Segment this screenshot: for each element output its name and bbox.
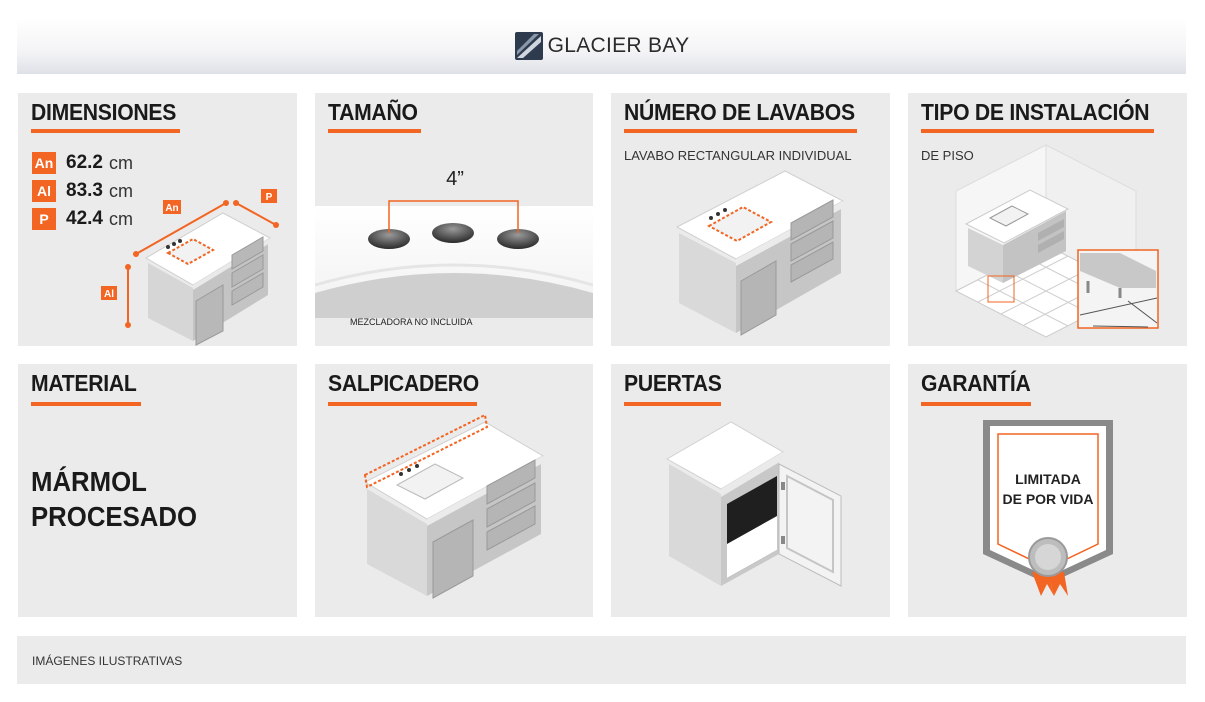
single-sink-vanity-illustration bbox=[675, 170, 845, 336]
warranty-line-2: DE POR VIDA bbox=[1002, 491, 1093, 507]
card-sinks: NÚMERO DE LAVABOS LAVABO RECTANGULAR IND… bbox=[611, 93, 890, 346]
installation-subtitle: DE PISO bbox=[921, 148, 974, 163]
faucet-holes-illustration: 4” MEZCLADORA NO INCLUIDA bbox=[315, 168, 593, 327]
title-underline bbox=[624, 402, 721, 406]
card-backsplash: SALPICADERO bbox=[315, 364, 593, 617]
brand-name: GLACIER BAY bbox=[547, 34, 690, 57]
height-label: Al bbox=[104, 289, 114, 300]
width-label: An bbox=[165, 203, 178, 214]
title-underline bbox=[31, 402, 141, 406]
warranty-line-1: LIMITADA bbox=[1015, 471, 1081, 487]
warranty-badge: LIMITADA DE POR VIDA bbox=[983, 420, 1113, 596]
dimension-height-row: Al 83.3 cm bbox=[32, 177, 133, 205]
material-line-2: PROCESADO bbox=[31, 501, 198, 532]
depth-label: P bbox=[266, 192, 273, 203]
installation-title: TIPO DE INSTALACIÓN bbox=[921, 99, 1150, 125]
cabinet-door-illustration bbox=[665, 421, 842, 587]
glacier-bay-logo-icon bbox=[514, 32, 543, 60]
card-dimensions: DIMENSIONES An 62.2 cm Al 83.3 cm P 42.4… bbox=[18, 93, 297, 346]
title-underline bbox=[31, 129, 180, 133]
width-label-bg bbox=[163, 200, 181, 214]
material-value: MÁRMOL PROCESADO bbox=[31, 464, 197, 534]
illustrative-note: IMÁGENES ILUSTRATIVAS bbox=[32, 654, 183, 668]
card-doors: PUERTAS bbox=[611, 364, 890, 617]
material-line-1: MÁRMOL bbox=[31, 466, 147, 497]
dimension-list: An 62.2 cm Al 83.3 cm P 42.4 cm bbox=[32, 149, 133, 233]
ribbon-medal-icon bbox=[1028, 537, 1068, 596]
backsplash-title: SALPICADERO bbox=[328, 370, 479, 396]
title-underline bbox=[624, 129, 857, 133]
title-underline bbox=[328, 402, 477, 406]
card-installation: TIPO DE INSTALACIÓN DE PISO bbox=[908, 93, 1187, 346]
dimension-depth-row: P 42.4 cm bbox=[32, 205, 133, 233]
material-title: MATERIAL bbox=[31, 370, 137, 396]
dimension-value: 62.2 bbox=[66, 152, 103, 173]
height-label-bg bbox=[101, 286, 117, 300]
card-warranty: GARANTÍA LIMITADA DE POR VIDA bbox=[908, 364, 1187, 617]
sinks-title: NÚMERO DE LAVABOS bbox=[624, 99, 855, 125]
floor-mounted-room-illustration bbox=[954, 144, 1159, 338]
vanity-dimension-illustration: An P Al bbox=[101, 189, 279, 346]
title-underline bbox=[921, 129, 1154, 133]
backsplash-vanity-illustration bbox=[363, 413, 545, 599]
card-size: TAMAÑO 4” MEZCLADORA NO INCLUIDA bbox=[315, 93, 593, 346]
dimension-unit: cm bbox=[108, 208, 133, 229]
footer-bar: IMÁGENES ILUSTRATIVAS bbox=[17, 636, 1186, 684]
brand-header: GLACIER BAY bbox=[17, 18, 1186, 74]
card-material: MATERIAL MÁRMOL PROCESADO bbox=[18, 364, 297, 617]
title-underline bbox=[921, 402, 1031, 406]
glacier-bay-logo: GLACIER BAY bbox=[514, 31, 690, 61]
depth-label-bg bbox=[261, 189, 277, 203]
faucet-note: MEZCLADORA NO INCLUIDA bbox=[350, 317, 473, 327]
warranty-title: GARANTÍA bbox=[921, 370, 1031, 396]
doors-title: PUERTAS bbox=[624, 370, 722, 396]
title-underline bbox=[328, 129, 421, 133]
dimension-width-row: An 62.2 cm bbox=[32, 149, 133, 177]
dimension-tag: Al bbox=[32, 180, 56, 202]
dimensions-title: DIMENSIONES bbox=[31, 99, 177, 125]
dimension-tag: An bbox=[32, 152, 56, 174]
dimension-value: 83.3 bbox=[66, 180, 103, 201]
hole-spacing-label: 4” bbox=[446, 168, 464, 190]
dimension-value: 42.4 bbox=[66, 208, 103, 229]
dimension-tag: P bbox=[32, 208, 56, 230]
dimension-unit: cm bbox=[108, 180, 133, 201]
size-title: TAMAÑO bbox=[328, 99, 418, 125]
dimension-unit: cm bbox=[108, 152, 133, 173]
sinks-subtitle: LAVABO RECTANGULAR INDIVIDUAL bbox=[624, 148, 852, 163]
